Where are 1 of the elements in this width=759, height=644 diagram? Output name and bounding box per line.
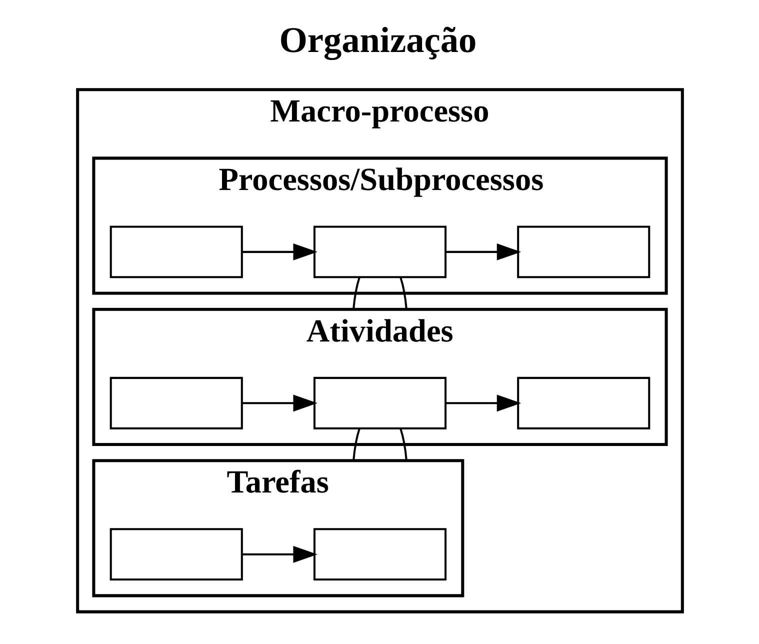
diagram-title: Organização [278, 20, 476, 60]
